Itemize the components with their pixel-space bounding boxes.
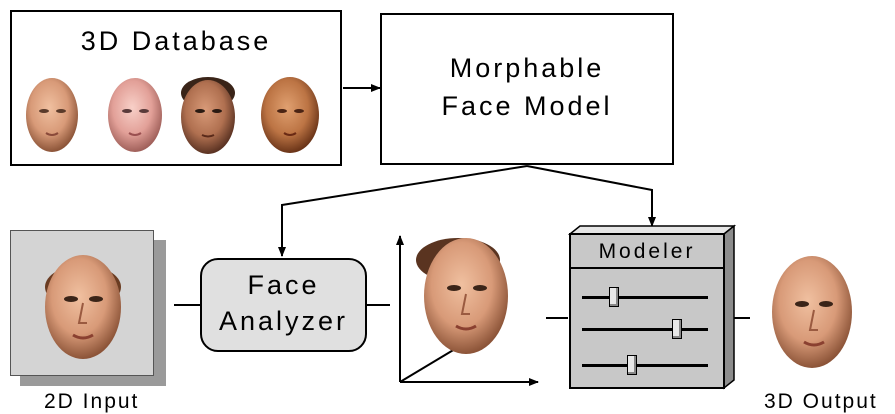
morphable-model-box: Morphable Face Model (380, 13, 674, 165)
modeler-slider-knob[interactable] (671, 319, 682, 339)
morphable-line2: Face Model (441, 91, 613, 121)
arrow-model-to-analyzer (278, 165, 528, 257)
modeler-slider-track[interactable] (582, 296, 708, 299)
axis-z (399, 345, 461, 383)
morphable-line1: Morphable (449, 53, 605, 83)
analyzer-line1: Face (247, 270, 320, 300)
input-image (10, 230, 154, 376)
modeler-title: Modeler (598, 240, 696, 263)
modeler-box: Modeler (568, 224, 738, 392)
modeler-slider-knob[interactable] (627, 355, 638, 375)
arrow-model-to-modeler (526, 165, 656, 227)
face-db-2 (108, 78, 162, 152)
analyzer-line2: Analyzer (218, 306, 349, 336)
output-label: 3D Output (764, 390, 878, 413)
modeler-slider-track[interactable] (582, 328, 708, 331)
input-label: 2D Input (44, 390, 140, 413)
database-title: 3D Database (80, 26, 272, 56)
face-db-3 (181, 77, 235, 154)
face-db-1 (26, 78, 78, 152)
face-db-4 (261, 77, 319, 153)
face-analyzer-box: Face Analyzer (200, 258, 367, 352)
modeler-frame (568, 224, 737, 390)
modeler-slider-knob[interactable] (608, 287, 619, 307)
modeler-slider-track[interactable] (582, 364, 708, 367)
input-face (45, 255, 121, 359)
